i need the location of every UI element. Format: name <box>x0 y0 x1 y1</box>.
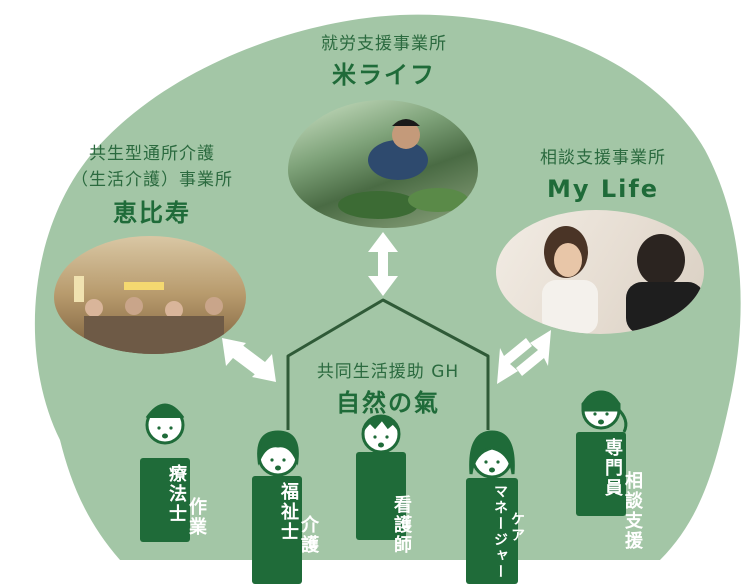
day-care-photo <box>54 236 246 354</box>
person-consult-icon <box>581 390 628 433</box>
bidirectional-arrow-icon <box>222 338 276 382</box>
person-ot-icon <box>145 403 185 445</box>
group-home-type-label: 共同生活援助 GH <box>316 362 460 382</box>
day-care-type-label-2: （生活介護）事業所 <box>71 170 233 190</box>
staff-column-nurse <box>356 452 406 540</box>
staff-column-consult <box>576 432 626 516</box>
bidirectional-arrow-icon <box>497 330 551 384</box>
day-care-name: 恵比寿 <box>113 199 191 227</box>
day-care-type-label-1: 共生型通所介護 <box>89 144 215 164</box>
consultation-photo <box>496 210 704 334</box>
staff-label-cm: ケアマネージャー <box>492 484 525 580</box>
person-nurse-icon <box>361 414 401 454</box>
work-support-type-label: 就労支援事業所 <box>321 34 447 54</box>
house-outline <box>286 298 490 430</box>
person-cm-icon <box>469 430 515 479</box>
staff-label-care: 介護福祉士 <box>278 482 319 556</box>
consultation-name: My Life <box>546 175 660 203</box>
group-home-name: 自然の氣 <box>336 389 440 417</box>
work-support-name: 米ライフ <box>332 61 436 89</box>
work-support-photo <box>288 100 478 228</box>
staff-label-ot: 作業療法士 <box>166 464 207 538</box>
person-care-icon <box>257 430 299 477</box>
staff-column-care <box>252 476 302 584</box>
staff-label-consult: 相談支援専門員 <box>602 438 643 552</box>
bidirectional-arrow-icon <box>368 232 398 296</box>
staff-column-cm <box>466 478 518 584</box>
staff-label-nurse: 看護師 <box>391 495 412 556</box>
staff-column-ot <box>140 458 190 542</box>
consultation-type-label: 相談支援事業所 <box>540 148 666 168</box>
